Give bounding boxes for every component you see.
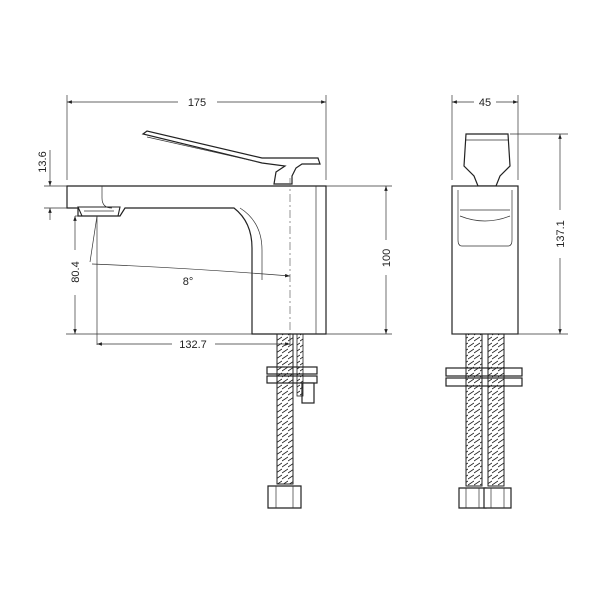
dim-side-width: 45 [479,97,491,109]
dim-spout-reach: 132.7 [179,339,207,351]
lever-end [463,133,511,187]
dim-spout-angle: 8° [183,276,194,288]
side-dimensions: 45 137.1 [451,95,568,335]
front-view [66,130,327,509]
faucet-body-side [451,185,519,335]
mounting-hardware-side [445,333,523,509]
dim-total-height: 137.1 [555,220,567,248]
aerator [77,206,121,217]
front-dimensions: 175 13.6 80.4 8° 132.7 100 [37,95,393,351]
lever-handle [141,130,321,185]
dim-body-height: 100 [381,249,393,267]
side-view [445,133,523,509]
faucet-body [66,185,327,335]
mounting-hardware [266,333,318,509]
dim-spout-thickness: 13.6 [37,151,49,172]
dim-spout-height: 80.4 [70,261,82,282]
dim-overall-length: 175 [188,97,206,109]
